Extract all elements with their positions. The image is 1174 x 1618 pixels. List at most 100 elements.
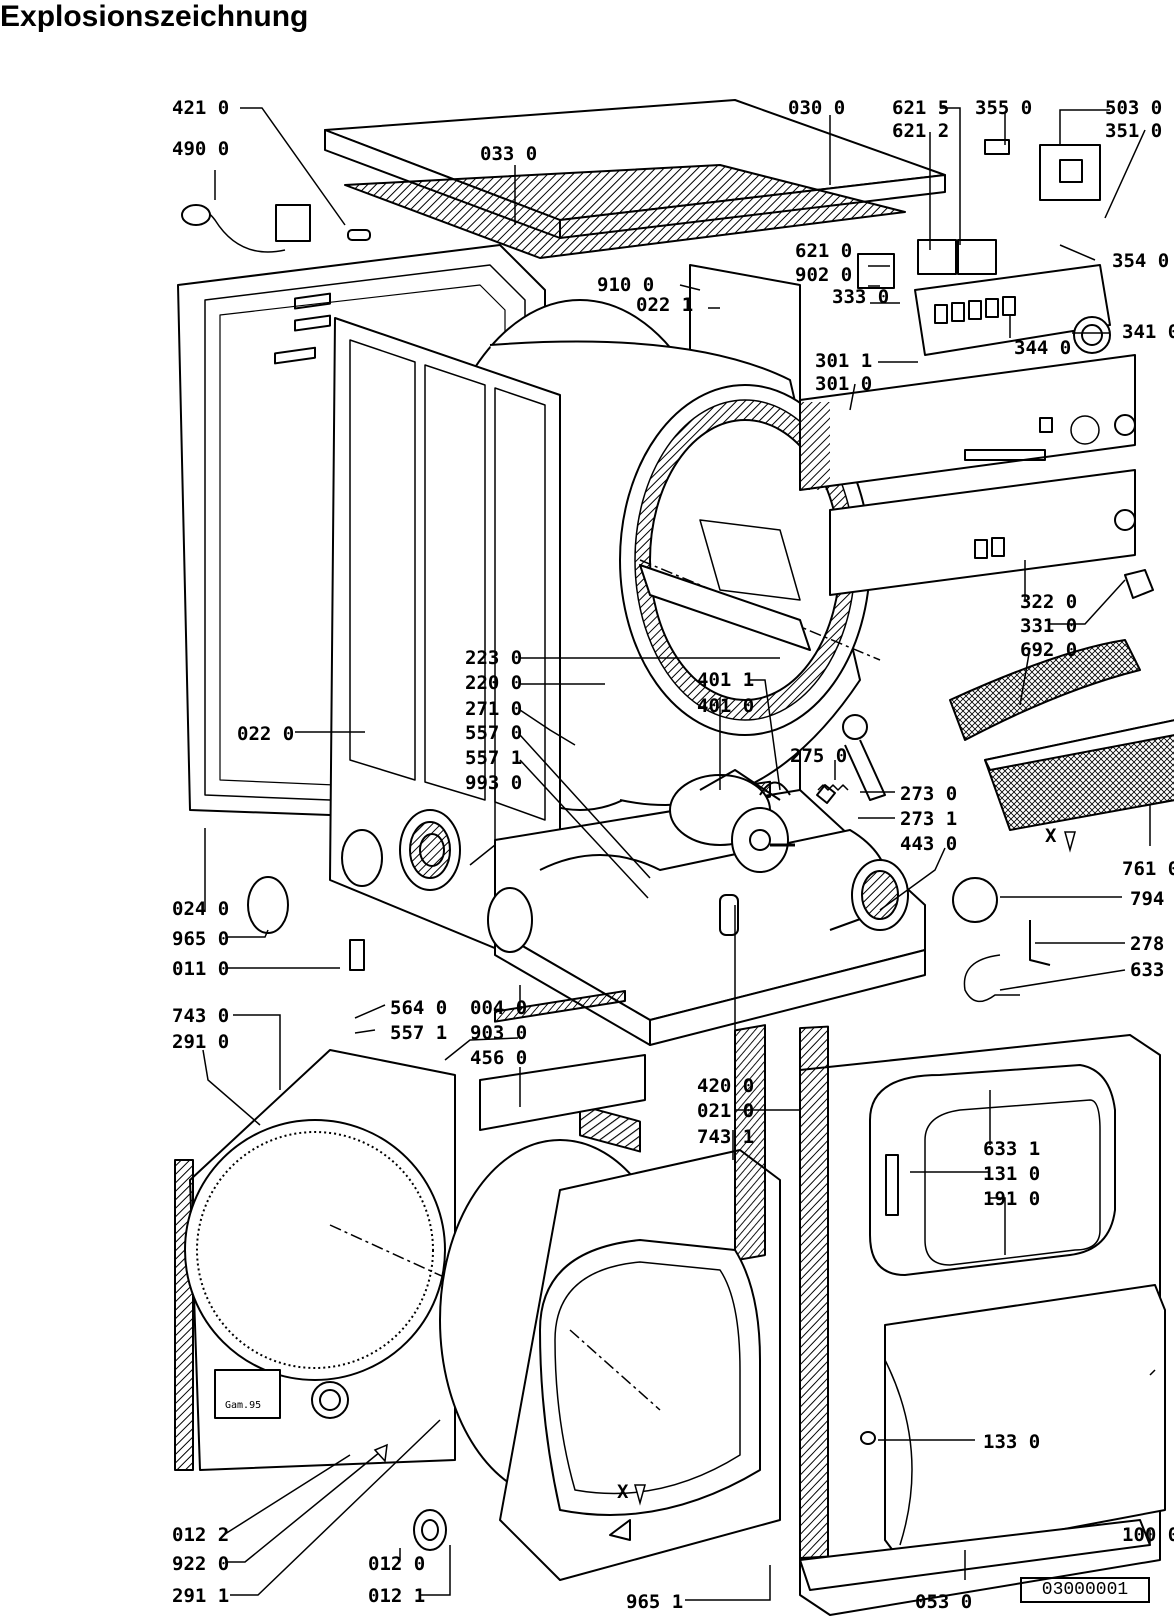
part-number-label: 965 0 — [172, 928, 229, 950]
part-number-label: 633 0 — [1130, 959, 1174, 981]
hose-cap — [247, 876, 289, 934]
part-number-label: 401 0 — [697, 695, 754, 717]
part-number-label: 322 0 — [1020, 591, 1077, 613]
program-knob — [1073, 316, 1111, 354]
part-number-label: 022 0 — [237, 723, 294, 745]
part-number-label: 331 0 — [1020, 615, 1077, 637]
part-number-label: 761 0 — [1122, 858, 1174, 880]
part-number-label: 273 1 — [900, 808, 957, 830]
part-number-label: 351 0 — [1105, 120, 1162, 142]
part-number-label: 965 1 — [626, 1591, 683, 1613]
part-number-label: 024 0 — [172, 898, 229, 920]
part-number-label: 922 0 — [172, 1553, 229, 1575]
ring-seal — [952, 877, 998, 923]
page-title: Explosionszeichnung — [0, 0, 309, 33]
tension-pulley — [816, 714, 886, 804]
part-number-label: 902 0 — [795, 264, 852, 286]
indicator-lamp — [984, 139, 1010, 155]
part-number-label: 301 1 — [815, 350, 872, 372]
sensor-cable — [963, 954, 1020, 1003]
spring — [817, 784, 849, 791]
direction-arrow-icon — [1064, 831, 1076, 853]
part-number-label: 011 0 — [172, 958, 229, 980]
part-number-label: 012 0 — [368, 1553, 425, 1575]
part-number-label: 012 2 — [172, 1524, 229, 1546]
part-number-label: 291 0 — [172, 1031, 229, 1053]
part-number-label: 443 0 — [900, 833, 957, 855]
part-number-label: 278 0 — [1130, 933, 1174, 955]
part-number-label: 503 0 — [1105, 97, 1162, 119]
bearing — [413, 1509, 447, 1551]
part-number-label: 053 0 — [915, 1591, 972, 1613]
part-number-label: 291 1 — [172, 1585, 229, 1607]
motor — [669, 769, 795, 873]
front-bearing-housing — [439, 1024, 781, 1581]
knob — [1124, 569, 1154, 599]
part-number-label: 273 0 — [900, 783, 957, 805]
direction-arrow-icon — [373, 1443, 388, 1463]
part-number-label: 794 0 — [1130, 888, 1174, 910]
screw — [349, 939, 365, 971]
part-number-label: 557 1 — [465, 747, 522, 769]
part-number-label: 557 1 — [390, 1022, 447, 1044]
part-number-label: 633 1 — [983, 1138, 1040, 1160]
switch-b — [957, 239, 997, 275]
part-number-label: 354 0 — [1112, 250, 1169, 272]
part-number-label: 030 0 — [788, 97, 845, 119]
part-number-label: 743 1 — [697, 1126, 754, 1148]
arrow-marker-label: X — [1045, 825, 1057, 847]
part-number-label: 557 0 — [465, 722, 522, 744]
control-panel — [799, 354, 1136, 596]
part-number-label: 100 0 — [1122, 1524, 1174, 1546]
part-number-label: 341 0 — [1122, 321, 1174, 343]
part-number-label: 564 0 — [390, 997, 447, 1019]
part-number-label: 133 0 — [983, 1431, 1040, 1453]
arrow-symbols — [373, 831, 1076, 1506]
belt-clip — [759, 781, 791, 796]
part-number-label: 220 0 — [465, 672, 522, 694]
part-number-label: 012 1 — [368, 1585, 425, 1607]
timer — [1039, 144, 1101, 201]
arrow-marker-label: X — [617, 1481, 629, 1503]
base-frame — [487, 780, 926, 1153]
part-number-label: 275 0 — [790, 745, 847, 767]
part-number-label: 333 0 — [832, 286, 889, 308]
leader-lines — [202, 107, 1156, 1601]
part-number-label: 421 0 — [172, 97, 229, 119]
part-number-label: 692 0 — [1020, 639, 1077, 661]
part-number-label: 223 0 — [465, 647, 522, 669]
part-number-label: 004 0 — [470, 997, 527, 1019]
part-number-label: 743 0 — [172, 1005, 229, 1027]
part-number-label: 456 0 — [470, 1047, 527, 1069]
part-number-label: 301 0 — [815, 373, 872, 395]
electronics-board — [914, 264, 1111, 356]
part-number-label: 021 0 — [697, 1100, 754, 1122]
part-number-label: 420 0 — [697, 1075, 754, 1097]
heating-element — [479, 1054, 646, 1131]
suppressor — [347, 229, 371, 241]
part-number-label: 621 2 — [892, 120, 949, 142]
switch-a — [917, 239, 957, 275]
sensor — [1029, 920, 1051, 966]
part-number-label: 490 0 — [172, 138, 229, 160]
door — [860, 1284, 1166, 1561]
part-number-label: 022 1 — [636, 294, 693, 316]
rear-bearing-plate — [174, 1049, 561, 1471]
mains-cable — [181, 204, 311, 253]
lint-filter — [949, 639, 1141, 741]
panel-badge: Gam.95 — [225, 1400, 261, 1411]
insulation-mat — [344, 164, 906, 259]
part-number-label: 621 0 — [795, 240, 852, 262]
part-number-label: 271 0 — [465, 698, 522, 720]
part-number-label: 131 0 — [983, 1163, 1040, 1185]
part-number-label: 621 5 — [892, 97, 949, 119]
part-number-label: 033 0 — [480, 143, 537, 165]
part-number-label: 903 0 — [470, 1022, 527, 1044]
part-number-label: 355 0 — [975, 97, 1032, 119]
part-number-label: 910 0 — [597, 274, 654, 296]
part-number-label: 401 1 — [697, 669, 754, 691]
direction-arrow-icon — [634, 1484, 646, 1506]
capacitor — [719, 894, 739, 936]
